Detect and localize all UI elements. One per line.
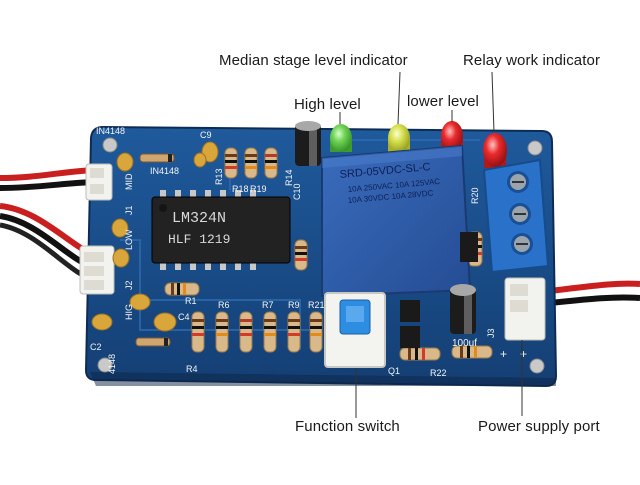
function-switch [324,292,386,368]
input-connector-top [85,163,113,201]
callout-high-level: High level [294,96,361,113]
callout-function-switch: Function switch [295,418,400,435]
silk-r7: R7 [262,300,274,310]
silk-j2: J2 [124,280,134,290]
silk-in4148-c: 4148 [107,354,117,374]
callout-median-stage: Median stage level indicator [219,52,408,69]
silk-c10: C10 [292,183,302,200]
led-relay-work [483,133,507,168]
silk-r13: R13 [214,168,224,185]
silk-plus-a: + [520,347,527,361]
silk-r9: R9 [288,300,300,310]
callout-power-supply: Power supply port [478,418,600,435]
ic-model-label: LM324N [172,210,226,227]
power-port [504,277,546,341]
silk-r20: R20 [470,187,480,204]
silk-c2: C2 [90,342,102,352]
silk-in4148-b: IN4148 [150,166,179,176]
silk-j1: J1 [124,205,134,215]
silk-100uf: 100uf [452,338,477,349]
callout-lower-level: lower level [407,93,479,110]
silk-r18: R18 [232,184,249,194]
silkscreen: IN4148 IN4148 4148 C9 R13 R14 R18 R19 C1… [90,126,527,378]
ceramic-capacitors [91,141,219,332]
silk-plus-b: + [500,347,507,361]
silk-r6: R6 [218,300,230,310]
callout-relay-work: Relay work indicator [463,52,601,69]
input-connector-bottom [79,245,115,295]
silk-c4: C4 [178,312,190,322]
silk-r21: R21 [308,300,325,310]
silk-r22: R22 [430,368,447,378]
silk-r1: R1 [185,296,197,306]
ic-code-label: HLF 1219 [168,232,230,247]
led-median-level [388,124,410,152]
transistors [400,232,478,348]
silk-mid: MID [124,173,134,190]
silk-r4: R4 [186,364,198,374]
silk-j3: J3 [486,328,496,338]
silk-hig: HIG [124,304,134,320]
resistors [164,147,493,361]
led-high-level [330,124,352,152]
silk-low: LOW [124,229,134,250]
ic-chip: LM324N HLF 1219 [151,190,291,270]
relay: SRD-05VDC-SL-C 10A 250VAC 10A 125VAC 10A… [321,144,472,298]
silk-q1: Q1 [388,366,400,376]
silk-r19: R19 [250,184,267,194]
electrolytic-cap-bottom [450,284,476,334]
electrolytic-cap-top [295,121,321,166]
diodes [135,153,175,347]
callout-lines [339,71,523,418]
terminal-block [482,158,550,274]
silk-c9: C9 [200,130,212,140]
silk-in4148-a: IN4148 [96,126,125,136]
silk-r14: R14 [284,169,294,186]
